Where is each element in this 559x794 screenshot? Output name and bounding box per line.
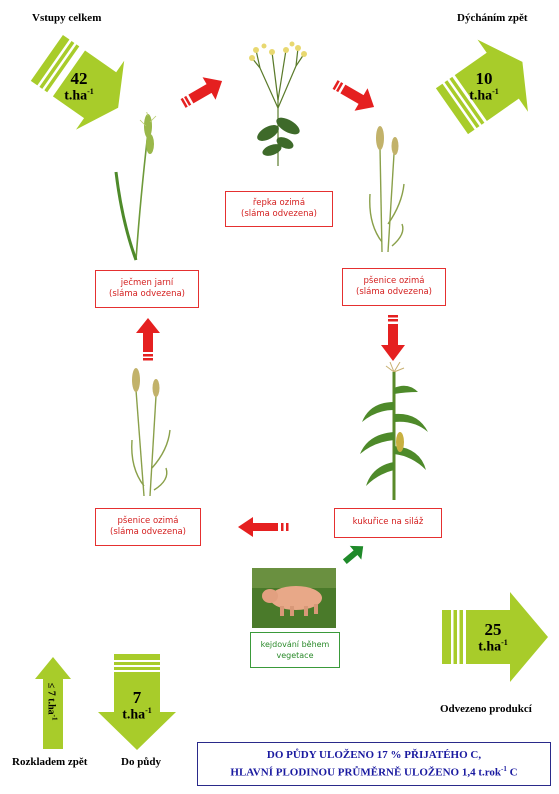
crop-box-psenice-left: pšenice ozimá (sláma odvezena): [95, 508, 201, 546]
into-soil-arrow: [98, 654, 176, 750]
manure-arrow: [342, 545, 364, 565]
red-arrow-repka-to-psenice: [332, 80, 375, 111]
red-arrow-kukurice-to-psenice: [238, 517, 289, 537]
wheat-plant-left: [131, 368, 171, 497]
red-arrow-psenice-to-jecmen: [136, 318, 160, 361]
removed-arrow: [442, 592, 548, 682]
pig-photo: [252, 568, 336, 628]
respiration-arrow: [435, 39, 528, 135]
removed-by-production-label: Odvezeno produkcí: [440, 703, 532, 715]
decomposition-back-label: Rozkladem zpět: [12, 756, 88, 768]
decomposition-value: ≤ 7 t.ha-1: [45, 682, 59, 721]
rapeseed-plant: [249, 41, 307, 166]
respiration-back-label: Dýcháním zpět: [457, 12, 528, 24]
inputs-total-label: Vstupy celkem: [32, 12, 102, 24]
manure-box: kejdování během vegetace: [250, 632, 340, 668]
decomposition-arrow: [35, 657, 71, 749]
red-arrow-jecmen-to-repka: [180, 77, 223, 108]
inputs-arrow: [30, 34, 125, 130]
crop-box-repka: řepka ozimá (sláma odvezena): [225, 191, 333, 227]
crop-box-kukurice: kukuřice na siláž: [334, 508, 442, 538]
red-arrow-psenice-to-kukurice: [381, 315, 405, 361]
maize-plant: [360, 362, 428, 500]
into-soil-label: Do půdy: [121, 756, 162, 768]
crop-box-jecmen: ječmen jarní (sláma odvezena): [95, 270, 199, 308]
crop-box-psenice-right: pšenice ozimá (sláma odvezena): [342, 268, 446, 306]
barley-plant: [114, 112, 157, 261]
into-soil-value: 7 t.ha-1: [122, 688, 152, 723]
inputs-value: 42 t.ha-1: [64, 69, 94, 104]
wheat-plant-right: [369, 126, 405, 253]
respiration-value: 10 t.ha-1: [469, 69, 499, 104]
summary-box: DO PŮDY ULOŽENO 17 % PŘIJATÉHO C, HLAVNÍ…: [197, 742, 551, 786]
removed-value: 25 t.ha-1: [478, 620, 508, 655]
